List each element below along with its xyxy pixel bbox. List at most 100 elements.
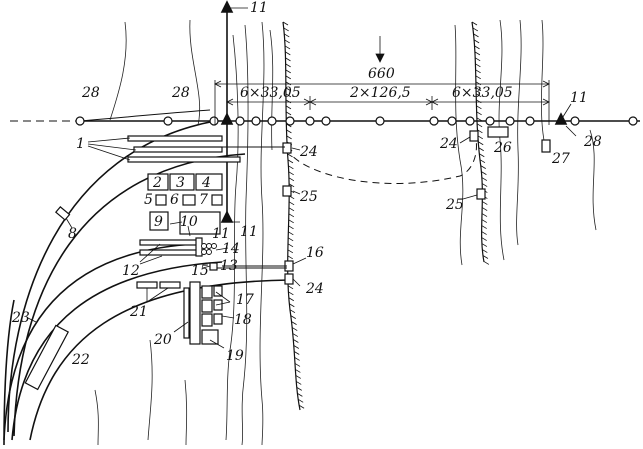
station-marker bbox=[322, 117, 330, 125]
hatch-stroke bbox=[288, 244, 293, 247]
hatch-stroke bbox=[289, 208, 294, 211]
hatch-stroke bbox=[476, 70, 481, 73]
building bbox=[190, 282, 200, 344]
triangle-marker bbox=[222, 114, 232, 124]
building bbox=[160, 282, 180, 288]
hatch-stroke bbox=[474, 34, 479, 37]
hatch-stroke bbox=[289, 178, 294, 181]
callout-label: 3 bbox=[176, 175, 185, 191]
station-marker bbox=[210, 117, 218, 125]
callout-label: 24 bbox=[305, 281, 324, 297]
hatch-stroke bbox=[484, 261, 489, 264]
hatch-stroke bbox=[482, 178, 487, 181]
hatch-stroke bbox=[286, 112, 291, 115]
station-marker bbox=[306, 117, 314, 125]
hatch-stroke bbox=[474, 40, 479, 43]
contour-line bbox=[148, 340, 152, 440]
callout-label: 12 bbox=[122, 263, 140, 279]
hatch-stroke bbox=[286, 106, 291, 109]
hatch-stroke bbox=[289, 172, 294, 175]
station-marker bbox=[286, 117, 294, 125]
contour-line bbox=[517, 20, 522, 245]
vertical-axis bbox=[222, 2, 571, 222]
building bbox=[202, 314, 212, 326]
building bbox=[210, 263, 217, 270]
hatch-stroke bbox=[475, 58, 480, 61]
hatch-stroke bbox=[285, 52, 290, 55]
station-marker bbox=[448, 117, 456, 125]
pier-cap bbox=[285, 274, 293, 284]
callout-label: 1 bbox=[76, 136, 85, 152]
callout-label: 5 bbox=[144, 192, 153, 208]
callout-label: 6 bbox=[170, 192, 179, 208]
building bbox=[25, 325, 68, 389]
contour-line bbox=[110, 22, 126, 120]
callout-label: 28 bbox=[81, 85, 100, 101]
hatch-stroke bbox=[475, 46, 480, 49]
labels: 660 6×33,05 2×126,5 6×33,05 28 28 11 11 … bbox=[11, 0, 602, 368]
hatch-stroke bbox=[289, 202, 294, 205]
storage-bar bbox=[128, 136, 222, 141]
station-marker bbox=[430, 117, 438, 125]
hatch-stroke bbox=[288, 256, 293, 259]
hatch-stroke bbox=[288, 238, 293, 241]
building bbox=[202, 300, 212, 312]
contour-line bbox=[185, 380, 187, 445]
storage-bar bbox=[134, 147, 222, 152]
callout-label: 9 bbox=[154, 214, 163, 230]
pier-cap bbox=[470, 131, 478, 141]
hatch-stroke bbox=[286, 70, 291, 73]
station-marker bbox=[506, 117, 514, 125]
hatch-stroke bbox=[482, 214, 487, 217]
pier-cap bbox=[283, 143, 291, 153]
callout-label: 20 bbox=[153, 332, 172, 348]
callout-label: 11 bbox=[240, 224, 258, 240]
building bbox=[202, 286, 212, 298]
hatch-stroke bbox=[482, 226, 487, 229]
hatch-stroke bbox=[284, 34, 289, 37]
span-length-label: 660 bbox=[368, 66, 395, 82]
hatch-stroke bbox=[288, 232, 293, 235]
callout-label: 26 bbox=[493, 140, 512, 156]
callout-label: 11 bbox=[570, 90, 588, 106]
callout-label: 13 bbox=[220, 258, 238, 274]
callout-label: 25 bbox=[299, 189, 318, 205]
building bbox=[214, 300, 222, 310]
hatch-stroke bbox=[288, 166, 293, 169]
segment-label-middle: 2×126,5 bbox=[349, 85, 411, 101]
callout-label: 11 bbox=[212, 226, 230, 242]
hatch-stroke bbox=[286, 76, 291, 79]
station-marker bbox=[486, 117, 494, 125]
triangle-marker bbox=[556, 114, 566, 124]
callout-label: 11 bbox=[250, 0, 268, 16]
callout-label: 14 bbox=[222, 241, 240, 257]
hatch-stroke bbox=[481, 172, 486, 175]
callout-label: 8 bbox=[68, 226, 77, 242]
callout-label: 24 bbox=[299, 144, 318, 160]
hatch-stroke bbox=[293, 340, 298, 343]
hatch-stroke bbox=[289, 214, 294, 217]
building bbox=[137, 282, 157, 288]
hatch-stroke bbox=[294, 345, 299, 348]
pier-cap bbox=[283, 186, 291, 196]
hatch-stroke bbox=[482, 208, 487, 211]
building bbox=[184, 288, 189, 338]
hatch-stroke bbox=[289, 226, 294, 229]
callout-label: 7 bbox=[199, 192, 208, 208]
hatch-stroke bbox=[288, 250, 293, 253]
callout-label: 18 bbox=[234, 312, 252, 328]
building bbox=[56, 207, 70, 220]
callout-label: 2 bbox=[152, 175, 162, 191]
hatch-stroke bbox=[475, 52, 480, 55]
callout-label: 21 bbox=[129, 304, 148, 320]
station-marker bbox=[76, 117, 84, 125]
callout-label: 28 bbox=[583, 134, 602, 150]
station-marker bbox=[466, 117, 474, 125]
building bbox=[196, 238, 202, 256]
station-marker bbox=[571, 117, 579, 125]
callout-label: 19 bbox=[226, 348, 244, 364]
hatch-stroke bbox=[285, 46, 290, 49]
station-marker bbox=[268, 117, 276, 125]
building bbox=[183, 195, 195, 205]
